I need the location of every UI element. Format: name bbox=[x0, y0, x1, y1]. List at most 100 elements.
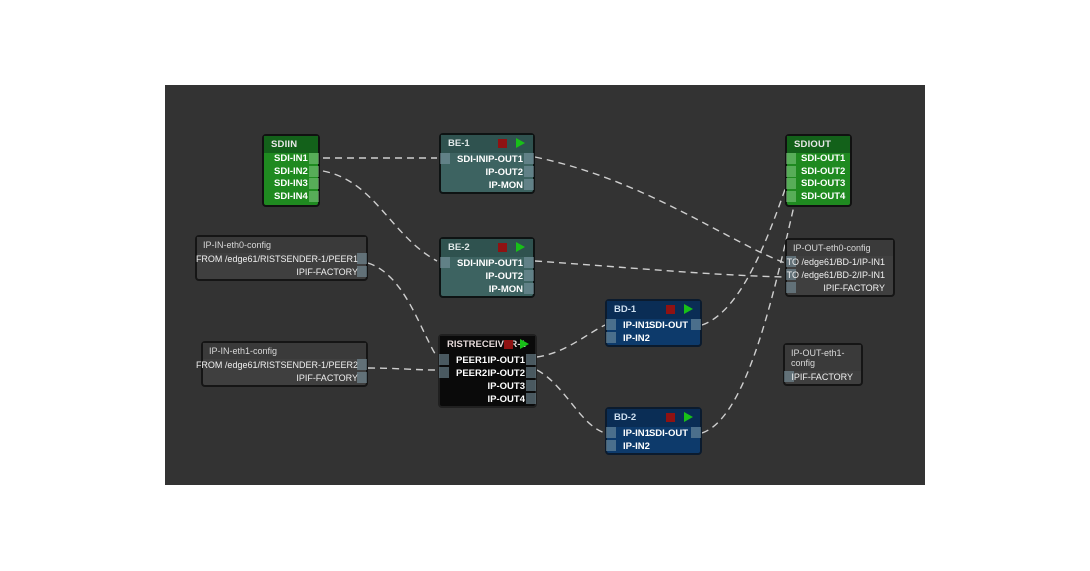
output-port-stub[interactable] bbox=[357, 359, 367, 370]
node-ip-in-eth0-config[interactable]: IP-IN-eth0-config FROM /edge61/RISTSENDE… bbox=[195, 235, 368, 281]
port-label[interactable]: IP-IN1 bbox=[623, 320, 650, 331]
play-icon[interactable] bbox=[516, 138, 525, 148]
port-label[interactable]: IP-IN2 bbox=[623, 441, 650, 452]
output-port-stub[interactable] bbox=[357, 253, 367, 264]
graph-canvas[interactable]: SDIIN SDI-IN1 SDI-IN2 SDI-IN3 SDI-IN4 BE… bbox=[165, 85, 925, 485]
config-row-label[interactable]: IPIF-FACTORY bbox=[296, 373, 358, 383]
port-row: IP-OUT2 bbox=[441, 270, 534, 283]
port-label[interactable]: IP-IN2 bbox=[623, 333, 650, 344]
node-sdiout[interactable]: SDIOUT SDI-OUT1 SDI-OUT2 SDI-OUT3 SDI-OU… bbox=[785, 134, 852, 207]
node-bd1[interactable]: BD-1 IP-IN1 SDI-OUT IP-IN2 bbox=[605, 299, 702, 347]
port-label[interactable]: SDI-IN1 bbox=[274, 153, 308, 164]
output-port-stub[interactable] bbox=[524, 153, 534, 164]
port-label[interactable]: IP-MON bbox=[488, 180, 523, 191]
output-port-stub[interactable] bbox=[357, 266, 367, 277]
input-port-stub[interactable] bbox=[440, 153, 450, 164]
port-row: IP-IN1 SDI-OUT bbox=[606, 427, 701, 440]
config-row-label[interactable]: IPIF-FACTORY bbox=[823, 283, 885, 293]
port-label[interactable]: IP-OUT4 bbox=[487, 394, 525, 405]
input-port-stub[interactable] bbox=[786, 269, 796, 280]
input-port-stub[interactable] bbox=[786, 256, 796, 267]
config-row-label[interactable]: IPIF-FACTORY bbox=[296, 267, 358, 277]
port-label[interactable]: SDI-OUT2 bbox=[801, 165, 846, 177]
output-port-stub[interactable] bbox=[524, 257, 534, 268]
port-stub[interactable] bbox=[786, 190, 796, 202]
output-port-stub[interactable] bbox=[691, 427, 701, 438]
stop-icon[interactable] bbox=[504, 340, 513, 349]
port-label[interactable]: SDI-OUT4 bbox=[801, 190, 846, 202]
port-stub[interactable] bbox=[309, 165, 319, 177]
play-icon[interactable] bbox=[684, 412, 693, 422]
port-stub[interactable] bbox=[786, 153, 796, 164]
port-stub[interactable] bbox=[309, 190, 319, 202]
input-port-stub[interactable] bbox=[606, 427, 616, 438]
port-label[interactable]: IP-OUT2 bbox=[487, 368, 525, 379]
node-ip-out-eth0-config[interactable]: IP-OUT-eth0-config TO /edge61/BD-1/IP-IN… bbox=[785, 238, 895, 297]
input-port-stub[interactable] bbox=[439, 367, 449, 378]
port-label[interactable]: PEER1 bbox=[456, 355, 488, 366]
port-label[interactable]: SDI-IN3 bbox=[274, 178, 308, 189]
play-icon[interactable] bbox=[684, 304, 693, 314]
config-row-label[interactable]: TO /edge61/BD-2/IP-IN1 bbox=[786, 270, 885, 280]
output-port-stub[interactable] bbox=[524, 270, 534, 281]
play-icon[interactable] bbox=[516, 242, 525, 252]
port-label[interactable]: IP-OUT1 bbox=[485, 154, 523, 165]
port-label[interactable]: IP-IN1 bbox=[623, 428, 650, 439]
node-be2[interactable]: BE-2 SDI-IN IP-OUT1 IP-OUT2 IP-MON bbox=[439, 237, 535, 298]
config-row-label[interactable]: FROM /edge61/RISTSENDER-1/PEER1 bbox=[195, 254, 358, 264]
port-stub[interactable] bbox=[786, 165, 796, 177]
port-label[interactable]: PEER2 bbox=[456, 368, 488, 379]
input-port-stub[interactable] bbox=[786, 282, 796, 293]
output-port-stub[interactable] bbox=[526, 354, 536, 365]
port-label[interactable]: IP-OUT2 bbox=[485, 167, 523, 178]
port-label[interactable]: IP-OUT1 bbox=[487, 355, 525, 366]
output-port-stub[interactable] bbox=[526, 380, 536, 391]
output-port-stub[interactable] bbox=[691, 319, 701, 330]
input-port-stub[interactable] bbox=[606, 440, 616, 451]
config-row: TO /edge61/BD-2/IP-IN1 bbox=[786, 269, 893, 282]
stop-icon[interactable] bbox=[498, 139, 507, 148]
input-port-stub[interactable] bbox=[606, 332, 616, 343]
stop-icon[interactable] bbox=[666, 413, 675, 422]
node-bd2[interactable]: BD-2 IP-IN1 SDI-OUT IP-IN2 bbox=[605, 407, 702, 455]
port-label[interactable]: SDI-IN bbox=[457, 258, 486, 269]
output-port-stub[interactable] bbox=[526, 393, 536, 404]
config-row-label[interactable]: IPIF-FACTORY bbox=[791, 372, 853, 382]
input-port-stub[interactable] bbox=[606, 319, 616, 330]
port-stub[interactable] bbox=[786, 178, 796, 189]
output-port-stub[interactable] bbox=[524, 166, 534, 177]
config-row-label[interactable]: FROM /edge61/RISTSENDER-1/PEER2 bbox=[195, 360, 358, 370]
port-label[interactable]: SDI-OUT1 bbox=[801, 153, 846, 164]
output-port-stub[interactable] bbox=[524, 283, 534, 294]
port-row: IP-IN2 bbox=[606, 440, 700, 453]
port-stub[interactable] bbox=[309, 153, 319, 164]
output-port-stub[interactable] bbox=[526, 367, 536, 378]
play-icon[interactable] bbox=[520, 339, 529, 349]
port-label[interactable]: SDI-OUT3 bbox=[801, 178, 846, 189]
node-be1[interactable]: BE-1 SDI-IN IP-OUT1 IP-OUT2 IP-MON bbox=[439, 133, 535, 194]
port-label[interactable]: IP-OUT2 bbox=[485, 271, 523, 282]
input-port-stub[interactable] bbox=[440, 257, 450, 268]
config-row-label[interactable]: TO /edge61/BD-1/IP-IN1 bbox=[786, 257, 885, 267]
port-label[interactable]: IP-MON bbox=[488, 284, 523, 295]
port-label[interactable]: SDI-IN bbox=[457, 154, 486, 165]
node-ristreceiver1[interactable]: RISTRECEIVER-1 PEER1 IP-OUT1 PEER2 IP-OU… bbox=[438, 334, 537, 408]
node-ip-in-eth1-config[interactable]: IP-IN-eth1-config FROM /edge61/RISTSENDE… bbox=[196, 341, 368, 387]
stop-icon[interactable] bbox=[666, 305, 675, 314]
port-label[interactable]: IP-OUT1 bbox=[485, 258, 523, 269]
node-ip-out-eth1-config[interactable]: IP-OUT-eth1-config IPIF-FACTORY bbox=[783, 343, 863, 386]
port-label[interactable]: SDI-OUT bbox=[648, 428, 688, 439]
port-label[interactable]: SDI-IN2 bbox=[274, 165, 308, 177]
node-sdiin[interactable]: SDIIN SDI-IN1 SDI-IN2 SDI-IN3 SDI-IN4 bbox=[262, 134, 320, 207]
port-stub[interactable] bbox=[309, 178, 319, 189]
input-port-stub[interactable] bbox=[784, 371, 794, 382]
port-label[interactable]: IP-OUT3 bbox=[487, 381, 525, 392]
port-label[interactable]: SDI-OUT bbox=[648, 320, 688, 331]
node-ip-in-eth1-config-title: IP-IN-eth1-config bbox=[203, 343, 366, 359]
port-label[interactable]: SDI-IN4 bbox=[274, 190, 308, 202]
output-port-stub[interactable] bbox=[357, 372, 367, 383]
output-port-stub[interactable] bbox=[524, 179, 534, 190]
stop-icon[interactable] bbox=[498, 243, 507, 252]
input-port-stub[interactable] bbox=[439, 354, 449, 365]
port-row: SDI-IN2 bbox=[264, 165, 319, 179]
